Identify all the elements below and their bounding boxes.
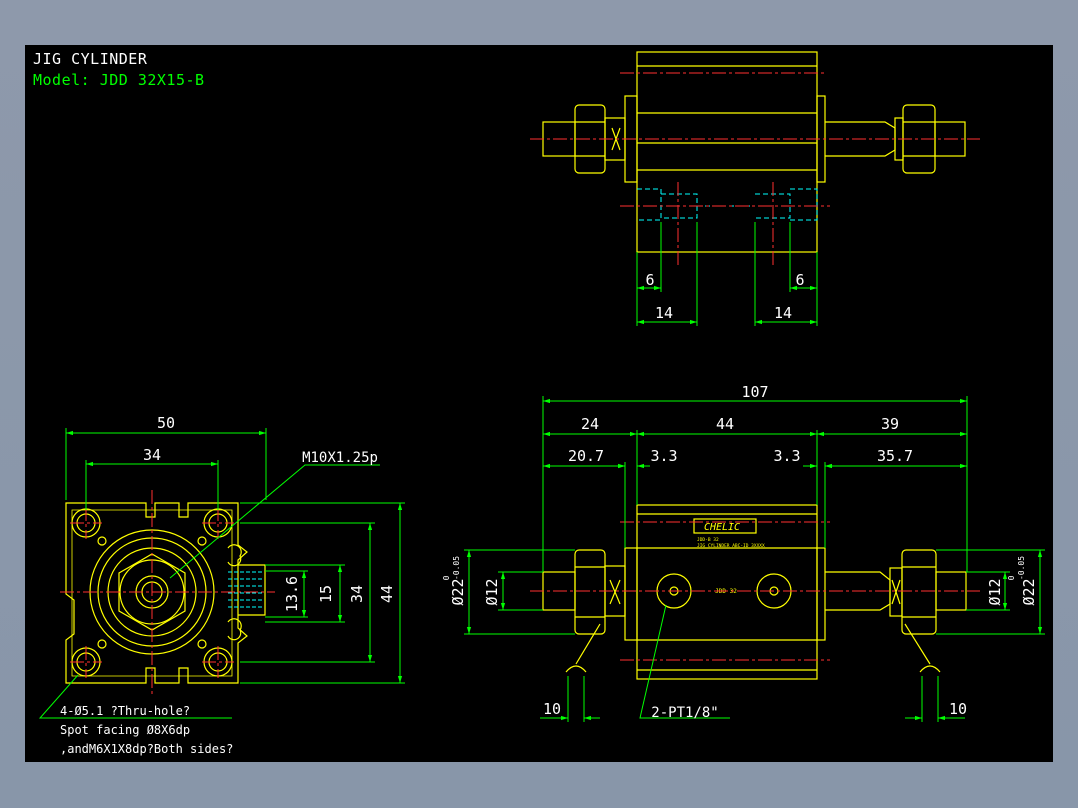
nameplate-line-1: JDD-B 32 (697, 537, 719, 543)
side-left-nut (574, 549, 606, 635)
top-centerlines (530, 72, 980, 265)
dim-top-14-right: 14 (774, 304, 792, 322)
dim-front-13-6: 13.6 (283, 576, 301, 612)
thread-callout: M10X1.25p (302, 450, 378, 466)
dim-front-50: 50 (157, 414, 175, 432)
front-port-boss (238, 564, 266, 616)
port-callout: 2-PT1/8" (651, 705, 718, 721)
dia-right-22: Ø22 (1020, 578, 1038, 605)
front-profile-outline (65, 502, 248, 684)
tol-left-lower: -0.05 (452, 556, 461, 580)
front-centerlines (60, 490, 275, 695)
side-centerlines (530, 521, 980, 661)
dim-top-6-left: 6 (645, 271, 654, 289)
tol-left-upper: 0 (442, 575, 451, 580)
cad-drawing[interactable]: 6 6 14 14 (25, 45, 1053, 762)
dim-top-14-left: 14 (655, 304, 673, 322)
dim-side-39: 39 (881, 415, 899, 433)
dim-front-44: 44 (378, 585, 396, 603)
dim-side-107: 107 (741, 383, 768, 401)
model-label: Model: JDD 32X15-B (33, 71, 205, 89)
dim-front-15: 15 (317, 585, 335, 603)
hole-note-line-3: ,andM6X1X8dp?Both sides? (60, 742, 233, 756)
dim-side-3-3-right: 3.3 (773, 447, 800, 465)
dim-side-20-7: 20.7 (568, 447, 604, 465)
dim-front-34-horizontal: 34 (143, 446, 161, 464)
hole-note-line-1: 4-Ø5.1 ?Thru-hole? (60, 704, 190, 718)
tol-right-upper: 0 (1007, 575, 1016, 580)
dim-side-3-3-left: 3.3 (650, 447, 677, 465)
top-hidden-lines (637, 188, 818, 221)
front-dimensions (38, 428, 405, 719)
dim-top-6-right: 6 (795, 271, 804, 289)
drawing-title: JIG CYLINDER (33, 50, 148, 68)
nameplate-brand: CHELIC (704, 522, 740, 533)
wrench-icon-left (565, 665, 587, 673)
side-view (542, 504, 967, 680)
hole-note-line-2: Spot facing Ø8X6dp (60, 723, 190, 737)
front-port-thread (228, 571, 262, 608)
dim-side-44: 44 (716, 415, 734, 433)
dim-front-34-vertical: 34 (348, 585, 366, 603)
top-dimensions (636, 222, 818, 326)
nameplate: CHELIC JDD-B 32 JIG CYLINDER ABC-ID 3XXX… (693, 518, 765, 595)
dia-left-12: Ø12 (483, 578, 501, 605)
side-right-nut (901, 549, 937, 635)
side-right-rod (935, 571, 967, 611)
drawing-sheet: JIG CYLINDER Model: JDD 32X15-B (25, 45, 1053, 762)
tol-right-lower: -0.05 (1017, 556, 1026, 580)
side-dimensions (464, 396, 1045, 722)
nameplate-line-2: JIG CYLINDER ABC-ID 3XXXX (697, 543, 765, 549)
dia-left-22: Ø22 (449, 578, 467, 605)
dim-side-35-7: 35.7 (877, 447, 913, 465)
wrench-icon-right (919, 665, 941, 673)
dim-side-24: 24 (581, 415, 599, 433)
dim-side-10-right: 10 (949, 700, 967, 718)
dim-side-10-left: 10 (543, 700, 561, 718)
dia-right-12: Ø12 (986, 578, 1004, 605)
top-view (542, 51, 966, 253)
